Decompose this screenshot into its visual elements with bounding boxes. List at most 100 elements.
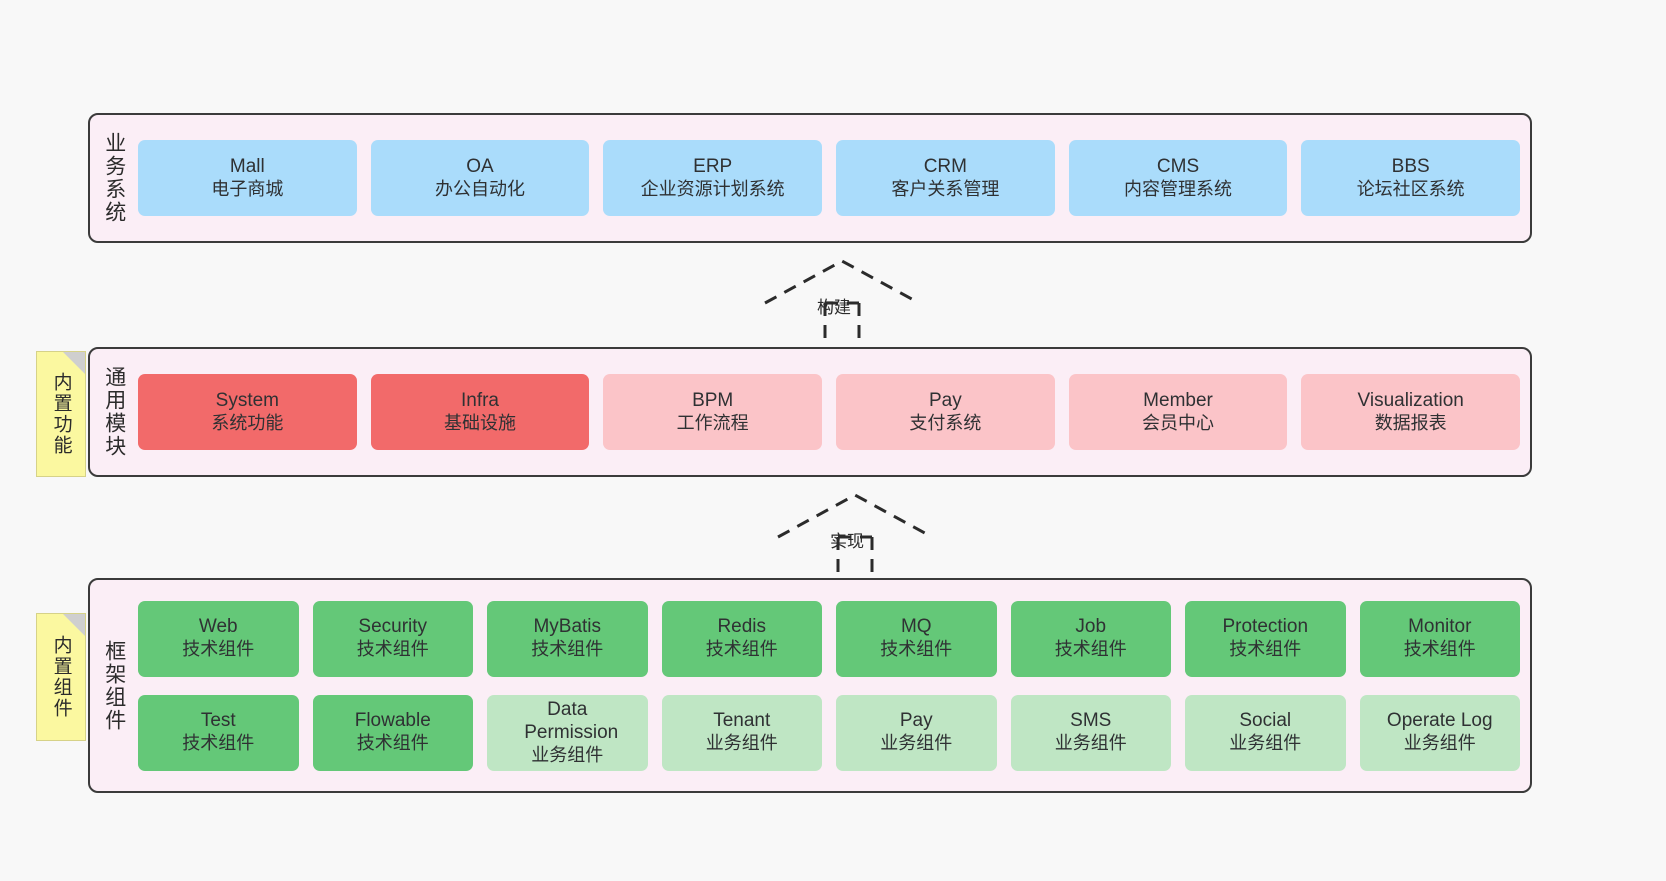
- component-title: MQ: [900, 616, 932, 638]
- component-subtitle: 技术组件: [705, 639, 778, 660]
- component-title: Tenant: [713, 710, 771, 732]
- component-subtitle: 技术组件: [1054, 639, 1127, 660]
- layer-title-common-modules: 通用模块: [102, 366, 126, 458]
- module-subtitle: 客户关系管理: [891, 178, 1000, 199]
- module-box-erp[interactable]: ERP 企业资源计划系统: [603, 140, 823, 216]
- generalization-arrowhead: [777, 493, 933, 539]
- module-title: CRM: [923, 155, 967, 177]
- module-box-pay[interactable]: Pay 支付系统: [836, 374, 1055, 450]
- component-box-social[interactable]: Social 业务组件: [1185, 694, 1346, 771]
- component-box-security[interactable]: Security 技术组件: [312, 600, 473, 677]
- builtin-features-note: 内置功能: [36, 351, 86, 477]
- component-box-sms[interactable]: SMS 业务组件: [1010, 694, 1171, 771]
- module-title: CMS: [1156, 155, 1200, 177]
- module-title: Visualization: [1357, 389, 1464, 411]
- module-box-bbs[interactable]: BBS 论坛社区系统: [1301, 140, 1521, 216]
- component-title: Flowable: [354, 710, 431, 732]
- component-title: Social: [1239, 710, 1292, 732]
- module-title: BPM: [692, 389, 734, 411]
- component-title: Monitor: [1408, 616, 1472, 638]
- module-box-member[interactable]: Member 会员中心: [1068, 374, 1288, 450]
- module-subtitle: 基础设施: [444, 412, 516, 433]
- build-connector: 构建: [755, 253, 930, 348]
- layer-framework-components: 框架组件 Web 技术组件 Security 技术组件 MyBatis 技术组件…: [88, 578, 1532, 793]
- component-subtitle: 技术组件: [1403, 639, 1476, 660]
- module-box-bpm[interactable]: BPM 工作流程: [603, 374, 823, 450]
- module-box-mall[interactable]: Mall 电子商城: [138, 140, 357, 216]
- component-box-web[interactable]: Web 技术组件: [138, 600, 299, 677]
- module-title: Pay: [928, 389, 962, 411]
- layer-title-framework-components: 框架组件: [102, 639, 126, 732]
- component-box-mybatis[interactable]: MyBatis 技术组件: [487, 600, 648, 677]
- module-title: Member: [1143, 389, 1213, 411]
- component-box-pay[interactable]: Pay 业务组件: [836, 694, 997, 771]
- module-box-visualization[interactable]: Visualization 数据报表: [1301, 374, 1521, 450]
- component-box-flowable[interactable]: Flowable 技术组件: [312, 694, 473, 771]
- note-text: 内置功能: [50, 372, 72, 456]
- component-title: Data Permission: [524, 698, 619, 743]
- component-subtitle: 技术组件: [356, 733, 429, 754]
- component-box-operate-log[interactable]: Operate Log 业务组件: [1359, 694, 1520, 771]
- component-title: Web: [198, 616, 238, 638]
- component-subtitle: 业务组件: [1054, 733, 1127, 754]
- component-subtitle: 技术组件: [880, 639, 953, 660]
- component-subtitle: 业务组件: [705, 733, 778, 754]
- module-box-cms[interactable]: CMS 内容管理系统: [1068, 140, 1288, 216]
- module-title: Mall: [229, 155, 265, 177]
- module-title: System: [215, 389, 280, 411]
- box-row: Mall 电子商城 OA 办公自动化 ERP 企业资源计划系统 CRM 客户关系…: [138, 140, 1521, 216]
- component-box-job[interactable]: Job 技术组件: [1010, 600, 1171, 677]
- component-box-test[interactable]: Test 技术组件: [138, 694, 299, 771]
- module-subtitle: 系统功能: [211, 412, 284, 433]
- component-box-data-permission[interactable]: Data Permission 业务组件: [487, 694, 648, 771]
- module-subtitle: 办公自动化: [435, 178, 525, 199]
- module-box-infra[interactable]: Infra 基础设施: [370, 374, 590, 450]
- component-box-tenant[interactable]: Tenant 业务组件: [661, 694, 822, 771]
- module-title: Infra: [460, 389, 500, 411]
- module-subtitle: 企业资源计划系统: [640, 178, 785, 199]
- note-text: 内置组件: [50, 635, 72, 719]
- component-subtitle: 业务组件: [880, 733, 953, 754]
- layer-business-system: 业务系统 Mall 电子商城 OA 办公自动化 ERP 企业资源计划系统 CRM…: [88, 113, 1532, 243]
- generalization-arrowhead: [764, 259, 920, 305]
- component-title: Redis: [717, 616, 767, 638]
- component-box-redis[interactable]: Redis 技术组件: [661, 600, 822, 677]
- component-title: Pay: [899, 710, 933, 732]
- builtin-components-note: 内置组件: [36, 613, 86, 741]
- module-subtitle: 工作流程: [676, 412, 749, 433]
- component-title: Security: [358, 616, 428, 638]
- component-subtitle: 技术组件: [182, 733, 255, 754]
- component-title: Operate Log: [1386, 710, 1493, 732]
- component-subtitle: 业务组件: [1403, 733, 1476, 754]
- module-subtitle: 会员中心: [1142, 412, 1215, 433]
- component-box-mq[interactable]: MQ 技术组件: [836, 600, 997, 677]
- module-box-oa[interactable]: OA 办公自动化: [370, 140, 590, 216]
- module-box-system[interactable]: System 系统功能: [138, 374, 357, 450]
- module-box-crm[interactable]: CRM 客户关系管理: [836, 140, 1055, 216]
- component-title: SMS: [1070, 710, 1112, 732]
- component-subtitle: 业务组件: [531, 744, 604, 765]
- component-subtitle: 技术组件: [1229, 639, 1302, 660]
- module-title: BBS: [1391, 155, 1430, 177]
- component-box-protection[interactable]: Protection 技术组件: [1185, 600, 1346, 677]
- layer-body-business-system: Mall 电子商城 OA 办公自动化 ERP 企业资源计划系统 CRM 客户关系…: [138, 115, 1530, 241]
- box-row: Web 技术组件 Security 技术组件 MyBatis 技术组件 Redi…: [138, 600, 1520, 677]
- layer-title-business-system: 业务系统: [102, 132, 126, 224]
- component-subtitle: 技术组件: [182, 639, 255, 660]
- component-title: Protection: [1222, 616, 1309, 638]
- box-row: Test 技术组件 Flowable 技术组件 Data Permission …: [138, 694, 1520, 771]
- layer-common-modules: 通用模块 System 系统功能 Infra 基础设施 BPM 工作流程 Pay…: [88, 347, 1532, 477]
- module-subtitle: 数据报表: [1374, 412, 1447, 433]
- module-subtitle: 支付系统: [909, 412, 982, 433]
- layer-body-framework-components: Web 技术组件 Security 技术组件 MyBatis 技术组件 Redi…: [138, 580, 1530, 791]
- component-subtitle: 技术组件: [531, 639, 604, 660]
- module-subtitle: 电子商城: [211, 178, 284, 199]
- connector-label: 实现: [830, 532, 864, 551]
- component-subtitle: 技术组件: [356, 639, 429, 660]
- module-title: OA: [466, 155, 494, 177]
- component-subtitle: 业务组件: [1229, 733, 1302, 754]
- module-subtitle: 内容管理系统: [1124, 178, 1233, 199]
- component-title: MyBatis: [533, 616, 602, 638]
- component-box-monitor[interactable]: Monitor 技术组件: [1359, 600, 1520, 677]
